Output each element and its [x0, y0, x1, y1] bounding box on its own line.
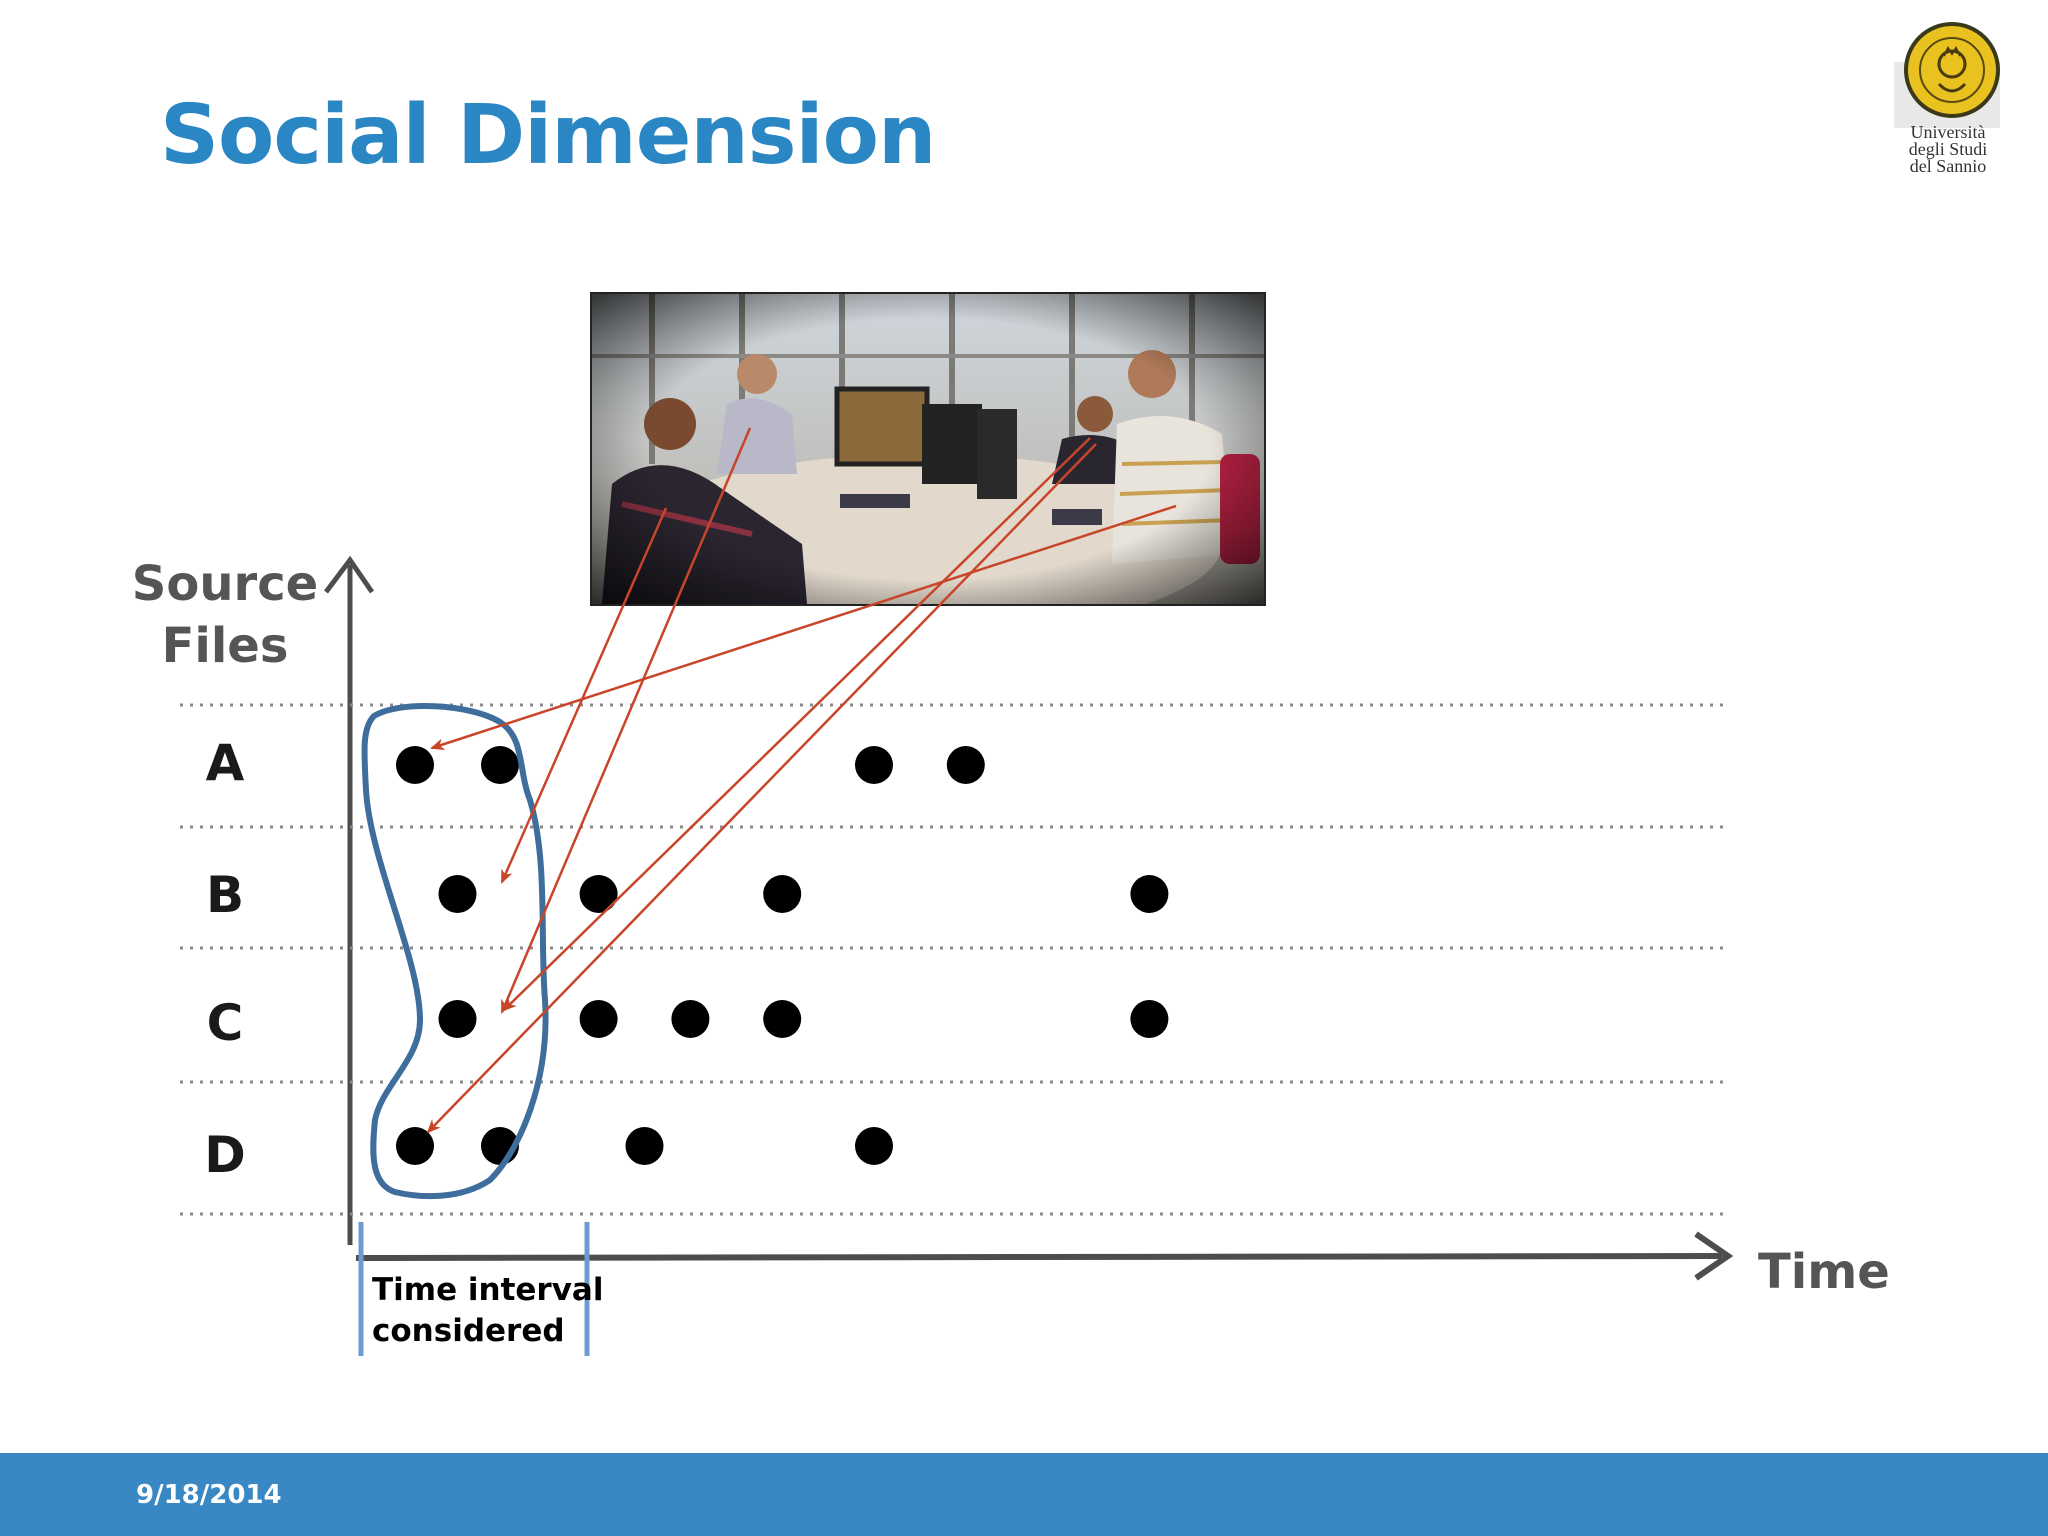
- row-label-a: A: [206, 734, 245, 792]
- y-axis-arrowhead: [324, 555, 375, 594]
- row-label-b: B: [206, 866, 244, 924]
- row-label-c: C: [207, 994, 244, 1052]
- event-dots: [396, 746, 1169, 1165]
- arrow-dev3-to-d: [426, 443, 1097, 1134]
- arrow-dev1-to-b: [500, 507, 668, 884]
- interval-highlight-outline: [361, 702, 549, 1200]
- event-dot-b-4: [1130, 875, 1169, 913]
- footer-date: 9/18/2014: [136, 1480, 282, 1510]
- row-label-d: D: [204, 1126, 246, 1184]
- social-dimension-diagram: Source Files Time A B C D Time interval …: [132, 427, 1890, 1356]
- arrow-dev4-to-a: [430, 504, 1177, 750]
- interval-label-line-1: Time interval: [372, 1272, 603, 1308]
- interval-label-line-2: considered: [372, 1313, 565, 1349]
- event-dot-b-3: [763, 875, 802, 913]
- event-dot-c-3: [671, 1000, 710, 1038]
- event-dot-a-3: [855, 746, 893, 784]
- logo-line-3: del Sannio: [1909, 156, 1987, 176]
- event-dot-d-3: [625, 1127, 664, 1165]
- event-dot-a-2: [481, 746, 519, 784]
- arrow-dev3-to-c: [502, 437, 1091, 1012]
- y-axis-label-line-1: Source: [132, 556, 318, 612]
- arrow-dev2-to-c: [500, 427, 752, 1014]
- event-dot-c-2: [579, 1000, 618, 1038]
- event-dot-c-5: [1130, 1000, 1169, 1038]
- event-dot-c-4: [763, 1000, 802, 1038]
- event-dot-a-4: [946, 746, 985, 784]
- y-axis-label-line-2: Files: [162, 618, 289, 674]
- event-dot-c-1: [438, 1000, 477, 1038]
- university-seal-icon: [1894, 22, 2000, 128]
- x-axis-arrowhead: [1694, 1231, 1734, 1281]
- slide-title: Social Dimension: [160, 88, 936, 183]
- x-axis-label: Time: [1758, 1244, 1890, 1300]
- developers-team-photo: [590, 292, 1266, 606]
- footer-bar: 9/18/2014: [0, 1453, 2048, 1536]
- logo-line-1: Università: [1910, 122, 1986, 142]
- event-dot-b-2: [579, 875, 618, 913]
- row-separators: [180, 703, 1725, 1216]
- developer-to-file-arrows: [426, 427, 1177, 1134]
- x-axis: [355, 1253, 1723, 1261]
- event-dot-d-1: [396, 1127, 434, 1165]
- university-logo: Università degli Studi del Sannio: [1892, 18, 2004, 186]
- logo-line-2: degli Studi: [1908, 139, 1988, 159]
- event-dot-d-4: [855, 1127, 893, 1165]
- university-name: Università degli Studi del Sannio: [1892, 122, 2004, 176]
- event-dot-b-1: [438, 875, 477, 913]
- event-dot-a-1: [396, 746, 434, 784]
